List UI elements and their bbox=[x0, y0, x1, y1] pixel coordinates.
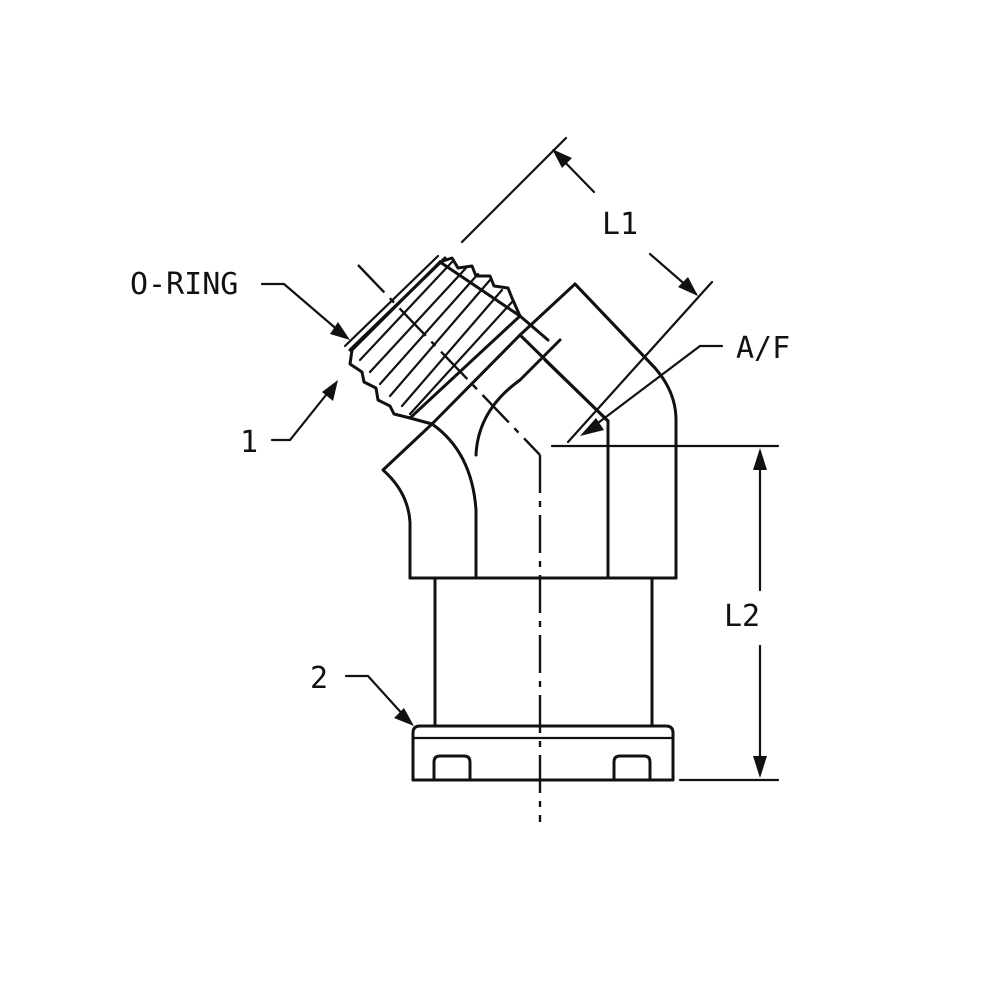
center-lines bbox=[357, 264, 542, 822]
dimension-l2: L2 bbox=[550, 444, 780, 782]
leader-af: A/F bbox=[580, 331, 790, 436]
leader-part2: 2 bbox=[310, 661, 414, 726]
dimension-l1: L1 bbox=[460, 136, 714, 444]
leader-part1: 1 bbox=[240, 380, 338, 460]
l1-label: L1 bbox=[602, 207, 638, 242]
lower-stem bbox=[433, 576, 654, 728]
threaded-end bbox=[343, 254, 550, 426]
bottom-nut bbox=[411, 724, 675, 782]
part2-label: 2 bbox=[310, 661, 328, 696]
hex-body bbox=[381, 282, 678, 580]
part1-label: 1 bbox=[240, 425, 258, 460]
leader-oring: O-RING bbox=[130, 267, 350, 340]
oring-label: O-RING bbox=[130, 267, 238, 302]
l2-label: L2 bbox=[724, 599, 760, 634]
af-label: A/F bbox=[736, 331, 790, 366]
